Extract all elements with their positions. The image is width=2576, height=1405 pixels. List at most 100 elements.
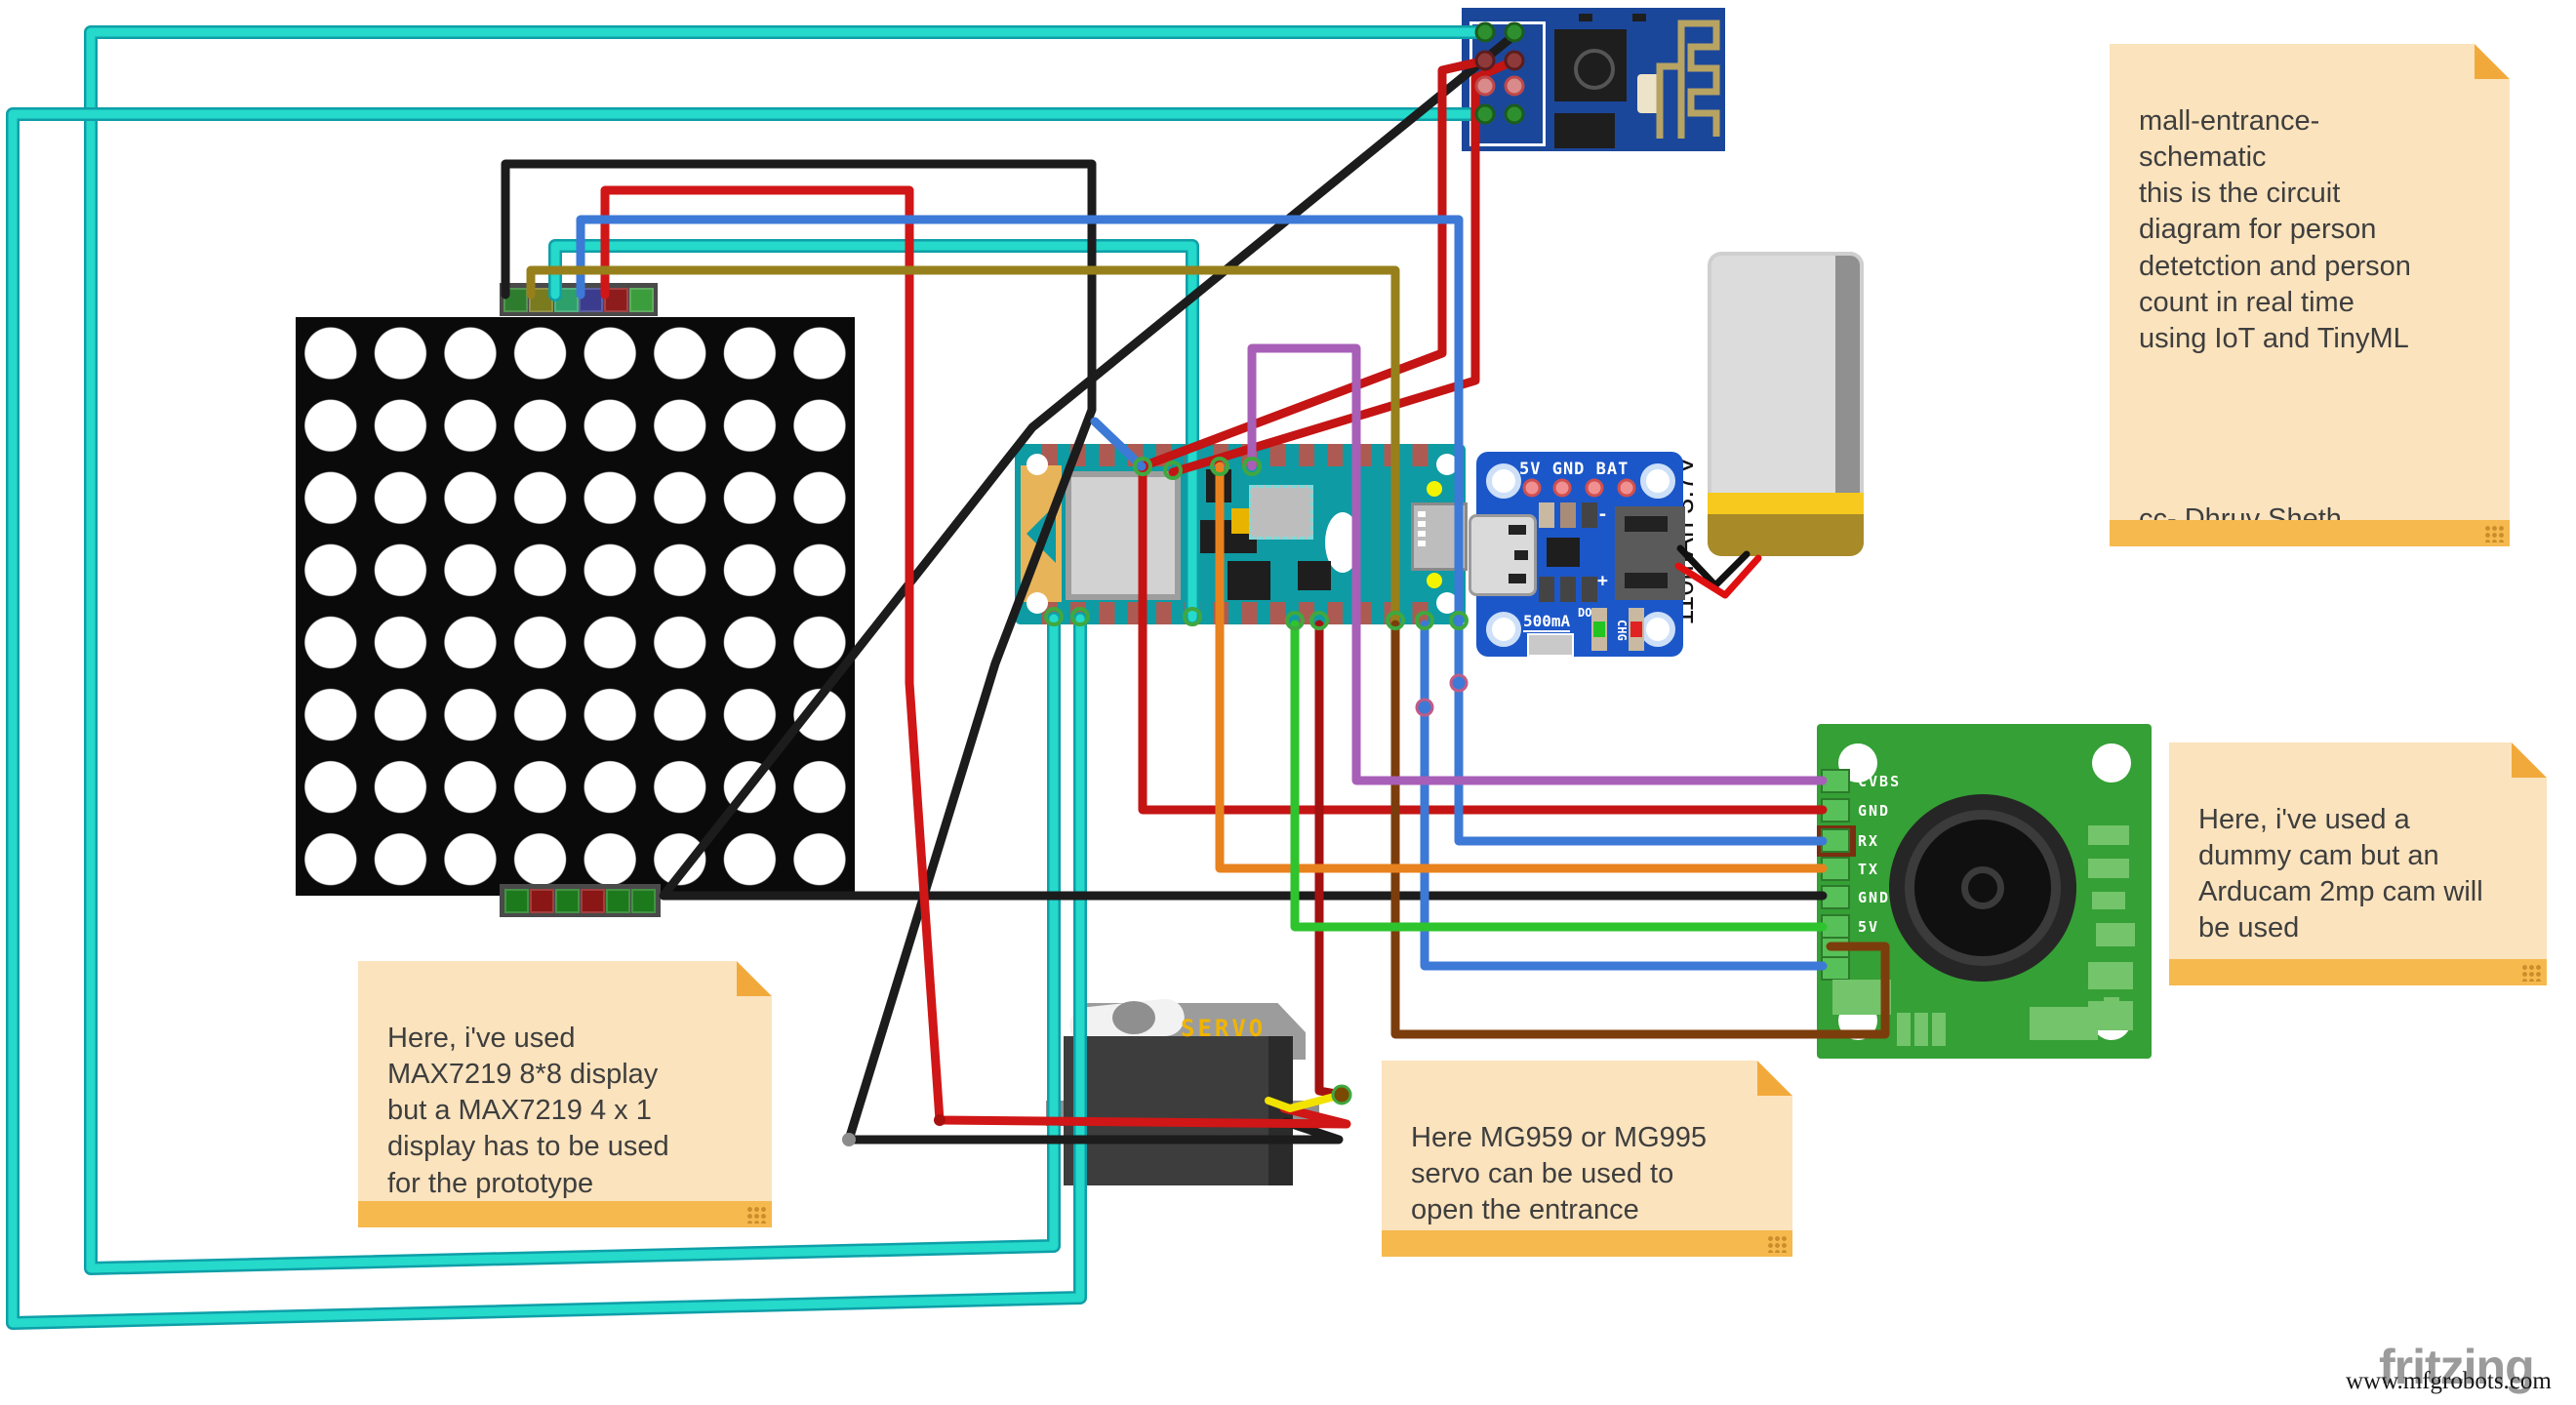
mount-hole	[1640, 463, 1675, 499]
smd	[1560, 502, 1576, 528]
lipo-battery	[1708, 252, 1864, 556]
note-grip-icon	[2484, 525, 2504, 542]
nano-usb	[1411, 502, 1468, 571]
matrix-bottom-header	[500, 884, 661, 917]
minus-label: -	[1597, 504, 1608, 525]
camera-pad	[1821, 798, 1850, 823]
wire-battery-red-lead	[1674, 554, 1762, 599]
camera-pad	[1821, 857, 1850, 881]
nano-led	[1427, 481, 1442, 497]
silk-mark	[2096, 923, 2135, 946]
battery-band-dark	[1708, 514, 1864, 556]
mount-hole	[2092, 743, 2131, 783]
servo-hub	[1112, 1001, 1155, 1034]
note-bar	[2110, 520, 2510, 546]
note-camera: Here, i've used a dummy cam but an Arduc…	[2169, 743, 2547, 985]
nano-top-pads	[1042, 444, 1438, 466]
wire-junction-dot	[934, 1114, 946, 1126]
camera-pin-label: GND	[1858, 802, 1891, 820]
camera-pad	[1821, 769, 1850, 793]
arduino-nano33-board	[1015, 444, 1468, 624]
servo-side	[1268, 1036, 1293, 1185]
wire-green-5v	[1290, 620, 1828, 932]
note-servo-text: Here MG959 or MG995 servo can be used to…	[1411, 1122, 1708, 1226]
header-pad	[529, 888, 554, 913]
esp-antenna-icon	[1656, 20, 1720, 139]
camera-pad	[1821, 828, 1850, 853]
lipo-charger-board: 5V GND BAT - + 500mA DONE CHG	[1469, 452, 1685, 657]
fritzing-logo: fritzing	[2379, 1340, 2535, 1394]
silk-mark	[2088, 962, 2133, 989]
arrow-icon	[1026, 504, 1056, 563]
note-bar	[358, 1201, 772, 1227]
nano-ic	[1206, 469, 1231, 502]
smd	[1527, 633, 1574, 657]
wire-darkred-servo-signal	[1314, 620, 1347, 1100]
header-pad	[603, 287, 628, 312]
wire-brown-camera-loop	[1390, 620, 1890, 1039]
battery-band	[1708, 493, 1864, 514]
camera-module: CVBS GND RX TX GND 5V	[1817, 724, 2152, 1059]
note-servo: Here MG959 or MG995 servo can be used to…	[1382, 1061, 1792, 1257]
mount-hole	[1026, 454, 1048, 475]
current-label: 500mA	[1523, 612, 1571, 632]
silk-mark	[2030, 1007, 2098, 1040]
nano-led	[1427, 573, 1442, 588]
esp8266-module	[1462, 8, 1725, 151]
smd	[1539, 502, 1554, 528]
header-pad	[503, 888, 529, 913]
silk-mark	[1832, 980, 1891, 1015]
silk-mark	[2088, 859, 2129, 878]
camera-pad	[1821, 914, 1850, 939]
esp-flash-icon	[1554, 113, 1615, 148]
header-pad	[528, 287, 553, 312]
nano-sense-module	[1066, 471, 1181, 600]
camera-pin-label: TX	[1858, 861, 1880, 878]
nano-bottom-pads	[1042, 602, 1438, 624]
plus-label: +	[1597, 571, 1608, 591]
camera-pin-label: GND	[1858, 889, 1891, 906]
note-title-text: mall-entrance- schematic this is the cir…	[2139, 105, 2411, 535]
charger-ic	[1547, 538, 1580, 567]
note-fold-mask	[2512, 743, 2547, 778]
silk-mark	[2092, 892, 2125, 909]
chg-led-icon	[1629, 608, 1644, 651]
led-matrix-8x8	[296, 317, 855, 896]
chg-label: CHG	[1615, 620, 1629, 641]
mount-hole	[1436, 454, 1458, 475]
note-fold-mask	[737, 961, 772, 996]
mount-hole	[1026, 592, 1048, 614]
note-title: mall-entrance- schematic this is the cir…	[2110, 44, 2510, 546]
wire-junction-dot	[1415, 698, 1434, 717]
note-camera-text: Here, i've used a dummy cam but an Arduc…	[2198, 804, 2483, 944]
header-pad	[554, 888, 580, 913]
camera-pad	[1821, 956, 1850, 981]
note-display-text: Here, i've used MAX7219 8*8 display but …	[387, 1023, 669, 1199]
esp-smd	[1632, 14, 1646, 21]
header-pad	[553, 287, 579, 312]
esp-smd	[1579, 14, 1592, 21]
silk-mark	[2104, 997, 2119, 1009]
smd	[1560, 577, 1576, 602]
camera-pin-label: 5V	[1858, 918, 1880, 936]
camera-lens-icon	[1889, 794, 2076, 982]
smd	[1539, 577, 1554, 602]
smd	[1582, 577, 1597, 602]
nano-usb-arrow-strip	[1021, 465, 1062, 602]
mount-hole	[1436, 592, 1458, 614]
header-pad	[631, 888, 657, 913]
header-pad	[581, 888, 606, 913]
servo-label: SERVO	[1181, 1015, 1267, 1042]
wire-junction-dot	[1331, 1084, 1352, 1105]
nano-osc	[1231, 508, 1249, 534]
note-grip-icon	[2521, 964, 2541, 982]
header-pad	[606, 888, 631, 913]
servo-body	[1064, 1036, 1293, 1185]
wire-junction-dot	[842, 1133, 856, 1146]
esp-pin-header	[1469, 21, 1546, 146]
charger-pin-labels: 5V GND BAT	[1519, 460, 1630, 479]
done-led-icon	[1591, 608, 1607, 651]
note-grip-icon	[1767, 1235, 1787, 1253]
wire-blue-camera-aux	[1420, 620, 1828, 971]
